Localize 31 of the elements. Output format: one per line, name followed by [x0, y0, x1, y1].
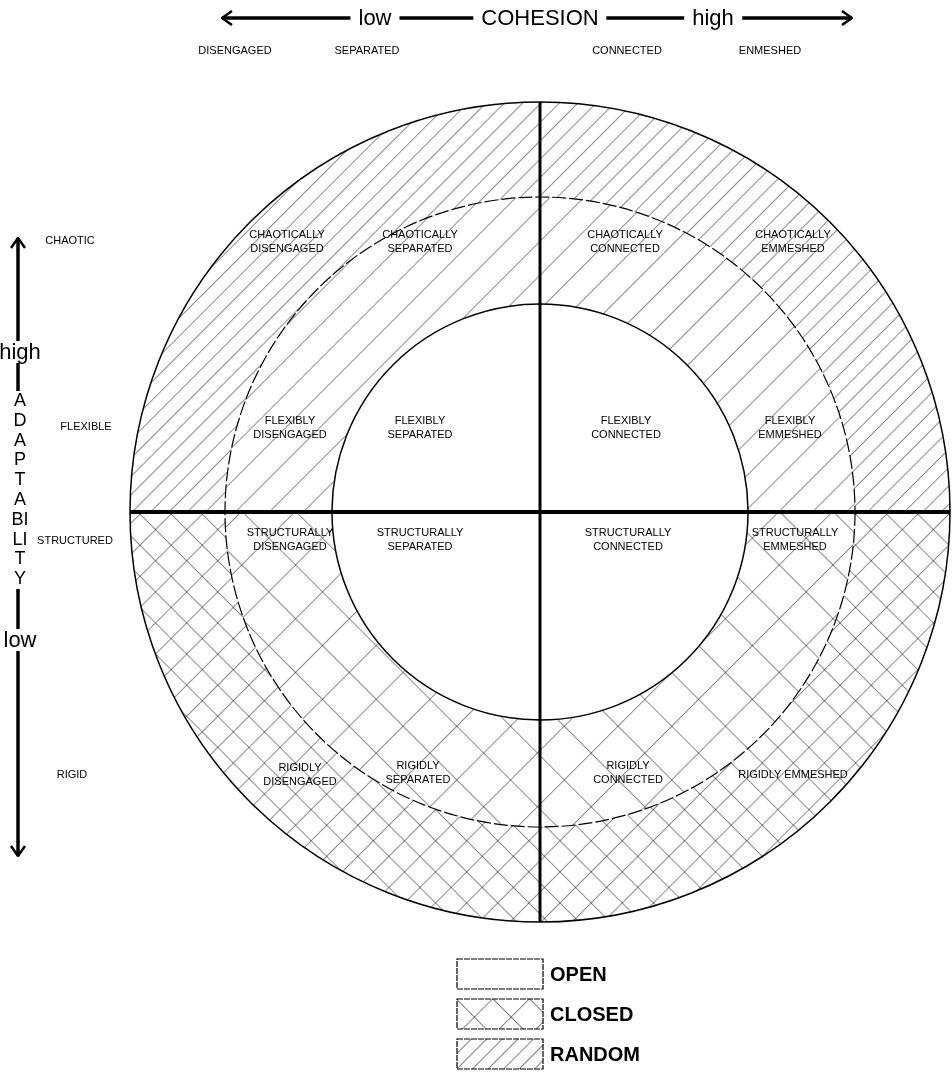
column-heading: ENMESHED — [738, 44, 802, 56]
cell-label: RIGIDLY DISENGAGED — [262, 761, 338, 789]
cell-label: CHAOTICALLY CONNECTED — [586, 228, 664, 256]
cell-label: STRUCTURALLY CONNECTED — [583, 526, 673, 554]
cell-label: CHAOTICALLY DISENGAGED — [248, 228, 326, 256]
row-heading: FLEXIBLE — [60, 420, 112, 432]
legend-label: RANDOM — [550, 1044, 640, 1064]
cell-label: STRUCTURALLY EMMESHED — [750, 526, 840, 554]
cell-label: STRUCTURALLY DISENGAGED — [245, 526, 335, 554]
row-heading: CHAOTIC — [45, 234, 95, 246]
cell-label: CHAOTICALLY EMMESHED — [754, 228, 832, 256]
row-heading: RIGID — [56, 768, 88, 780]
cell-label: FLEXIBLY CONNECTED — [590, 414, 662, 442]
column-heading: DISENGAGED — [198, 44, 272, 56]
cell-label: STRUCTURALLY SEPARATED — [375, 526, 465, 554]
cell-label: CHAOTICALLY SEPARATED — [381, 228, 459, 256]
cell-label: FLEXIBLY EMMESHED — [757, 414, 823, 442]
cell-label: RIGIDLY CONNECTED — [592, 759, 664, 787]
axis-label: high — [684, 7, 742, 29]
legend-label: OPEN — [550, 964, 607, 984]
cell-label: FLEXIBLY SEPARATED — [386, 414, 454, 442]
axis-label: high — [0, 341, 41, 363]
axis-label: low — [3, 629, 37, 651]
legend-label: CLOSED — [550, 1004, 634, 1024]
row-heading: STRUCTURED — [37, 534, 113, 546]
cell-label: FLEXIBLY DISENGAGED — [252, 414, 328, 442]
column-heading: CONNECTED — [592, 44, 662, 56]
axis-title: ADAPTABILITY — [11, 391, 29, 589]
cell-label: RIGIDLY EMMESHED — [738, 768, 848, 782]
column-heading: SEPARATED — [334, 44, 400, 56]
cell-label: RIGIDLY SEPARATED — [384, 759, 452, 787]
